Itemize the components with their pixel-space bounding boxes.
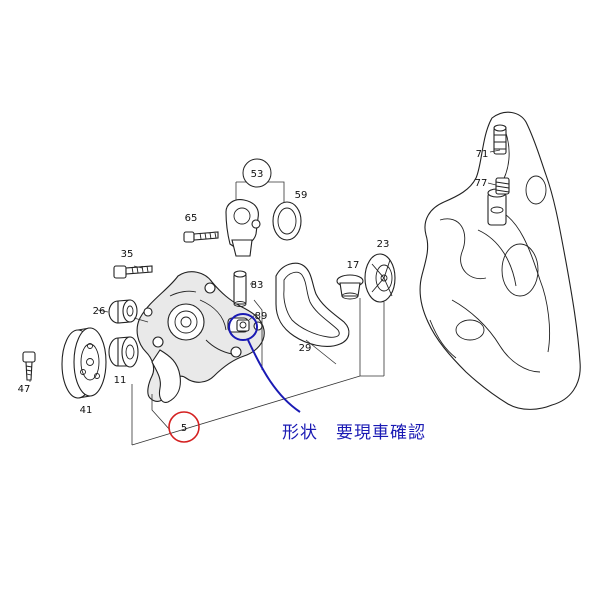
label-47: 47: [18, 384, 31, 395]
part-71-sleeve: [489, 124, 507, 155]
part-89-fitting: [236, 313, 257, 332]
label-5: 5: [181, 423, 187, 434]
part-29-gasket: [275, 262, 350, 347]
engine-block: [419, 111, 581, 410]
part-77-nut: [487, 177, 510, 195]
label-26: 26: [93, 306, 106, 317]
annotation-ring-part-89: [228, 313, 258, 341]
label-59: 59: [295, 190, 308, 201]
label-65: 65: [185, 213, 198, 224]
part-53-thermostat: [225, 199, 261, 257]
part-35-bolt: [113, 265, 153, 279]
label-41: 41: [80, 405, 93, 416]
label-17: 17: [347, 260, 360, 271]
annotation-pointer: [247, 339, 301, 413]
leader-lines: [29, 181, 385, 446]
water-pump-housing: [136, 271, 265, 403]
label-11: 11: [114, 375, 127, 386]
part-47-bolt: [22, 351, 36, 381]
callout-53-circle: [242, 158, 272, 188]
label-29: 29: [299, 343, 312, 354]
highlight-circle-part-5: [168, 411, 200, 443]
part-26-pulley: [108, 299, 138, 324]
label-77: 77: [475, 178, 488, 189]
label-83: 83: [251, 280, 264, 291]
part-number-labels: 5 11 17 23 26 29 35 41 47 53 59 65 71 77…: [18, 149, 489, 434]
label-71: 71: [476, 149, 489, 160]
part-17-thermostat: [336, 274, 364, 300]
part-59-o-ring: [272, 201, 302, 241]
part-65-bolt: [183, 231, 219, 243]
label-53: 53: [251, 169, 264, 180]
label-35: 35: [121, 249, 134, 260]
part-83-sleeve: [233, 270, 247, 307]
part-41-pulley: [61, 327, 107, 399]
part-23-cover: [364, 253, 396, 303]
label-89: 89: [255, 311, 268, 322]
label-23: 23: [377, 239, 390, 250]
shape-note: 形状 要現車確認: [282, 423, 426, 443]
part-11-pulley: [108, 336, 139, 368]
